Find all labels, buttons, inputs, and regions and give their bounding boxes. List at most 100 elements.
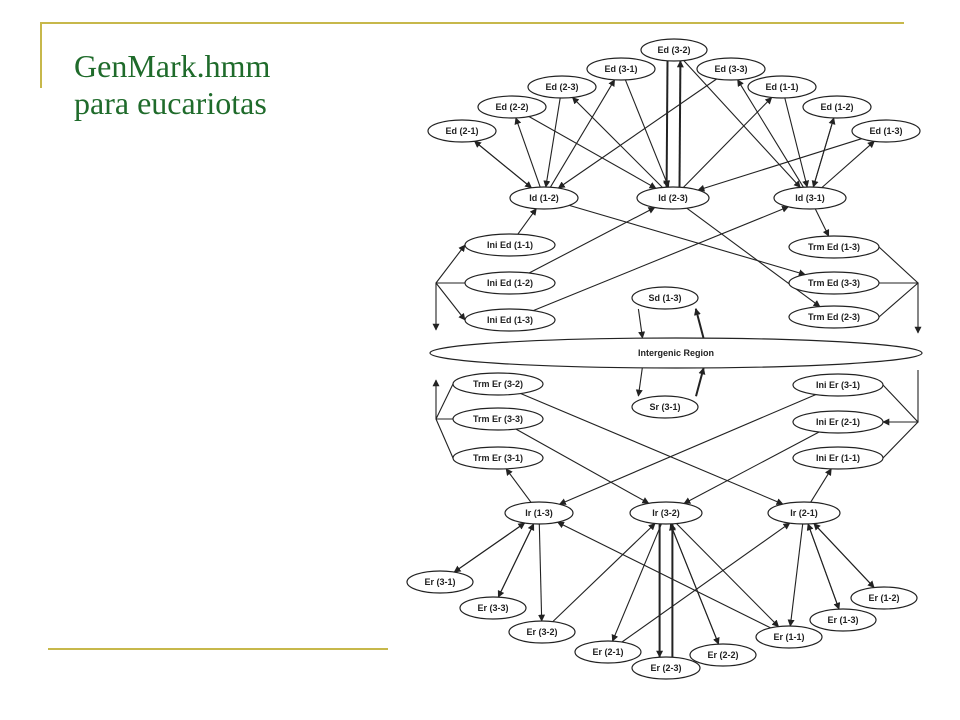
state-sr31-ellipse — [631, 395, 699, 419]
transition-sd13-to-ig — [637, 308, 646, 339]
transition-id31-to-ed12 — [812, 117, 836, 188]
transition-ed32-to-id23 — [663, 60, 671, 188]
transition-id31-to-trmEd13 — [814, 208, 830, 237]
bottom-accent-line — [48, 648, 388, 650]
state-er23-label: Er (2-3) — [650, 663, 681, 673]
state-er22-ellipse — [689, 643, 757, 667]
transition-ir32-to-er21 — [611, 523, 662, 642]
transition-ig-to-sd13 — [694, 308, 705, 339]
state-sd13-ellipse — [631, 286, 699, 310]
diagram-edges — [432, 60, 922, 658]
transition-trmEr33-to-ir32 — [515, 428, 650, 504]
state-er13: Er (1-3) — [809, 608, 877, 632]
transition-id23-to-ed32 — [676, 60, 684, 188]
state-ed22-ellipse — [477, 95, 547, 119]
state-trmEd33: Trm Ed (3-3) — [788, 271, 880, 295]
transition-ir21-to-er11 — [787, 523, 804, 627]
state-iniEr31-ellipse — [792, 373, 884, 397]
state-id23-label: Id (2-3) — [658, 193, 688, 203]
slide-title-line-2: para eucariotas — [74, 85, 267, 121]
transition-er33-to-ir13 — [497, 523, 535, 598]
state-ed11: Ed (1-1) — [747, 75, 817, 99]
transition-er22-to-ir32 — [669, 523, 720, 645]
state-ir32-label: Ir (3-2) — [652, 508, 680, 518]
state-trmEr33-ellipse — [452, 407, 544, 431]
left-bus-lower-out-2 — [435, 418, 454, 459]
state-er33-label: Er (3-3) — [477, 603, 508, 613]
state-trmEd23: Trm Ed (2-3) — [788, 305, 880, 329]
state-ir13-label: Ir (1-3) — [525, 508, 553, 518]
state-iniEd11: Ini Ed (1-1) — [464, 233, 556, 257]
state-ig: Intergenic Region — [429, 337, 923, 369]
state-er11-ellipse — [755, 625, 823, 649]
state-id12-label: Id (1-2) — [529, 193, 559, 203]
state-er13-ellipse — [809, 608, 877, 632]
state-er13-label: Er (1-3) — [827, 615, 858, 625]
transition-ed31-to-id23 — [624, 79, 670, 188]
state-iniEr11-label: Ini Er (1-1) — [816, 453, 860, 463]
state-iniEr21-ellipse — [792, 410, 884, 434]
transition-id23-to-ed11 — [682, 97, 773, 188]
state-iniEr21: Ini Er (2-1) — [792, 410, 884, 434]
state-er33: Er (3-3) — [459, 596, 527, 620]
state-er21: Er (2-1) — [574, 640, 642, 664]
state-trmEr31-label: Trm Er (3-1) — [473, 453, 523, 463]
left-bus-upper-out-1 — [435, 244, 466, 284]
state-ir21-ellipse — [767, 501, 841, 525]
state-ed22-label: Ed (2-2) — [495, 102, 528, 112]
transition-ed32-to-id31 — [683, 60, 801, 188]
state-iniEr21-label: Ini Er (2-1) — [816, 417, 860, 427]
state-trmEd23-label: Trm Ed (2-3) — [808, 312, 860, 322]
state-trmEd13: Trm Ed (1-3) — [788, 235, 880, 259]
state-trmEr31: Trm Er (3-1) — [452, 446, 544, 470]
state-er31-ellipse — [406, 570, 474, 594]
state-ed31-ellipse — [586, 57, 656, 81]
state-iniEr31: Ini Er (3-1) — [792, 373, 884, 397]
state-id12: Id (1-2) — [509, 186, 579, 210]
state-er11: Er (1-1) — [755, 625, 823, 649]
state-id12-ellipse — [509, 186, 579, 210]
state-iniEr31-label: Ini Er (3-1) — [816, 380, 860, 390]
state-ed32-label: Ed (3-2) — [657, 45, 690, 55]
transition-ir32-to-er11 — [676, 523, 780, 628]
state-ed21-ellipse — [427, 119, 497, 143]
transition-id23-to-trmEd23 — [686, 207, 821, 308]
state-ed23-ellipse — [527, 75, 597, 99]
state-trmEr32-label: Trm Er (3-2) — [473, 379, 523, 389]
state-iniEd13-ellipse — [464, 308, 556, 332]
state-ir13-ellipse — [504, 501, 574, 525]
state-trmEd23-ellipse — [788, 305, 880, 329]
state-trmEr32-ellipse — [452, 372, 544, 396]
state-er23-ellipse — [631, 656, 701, 680]
state-id31: Id (3-1) — [773, 186, 847, 210]
state-iniEd12-ellipse — [464, 271, 556, 295]
state-trmEd13-label: Trm Ed (1-3) — [808, 242, 860, 252]
state-er23: Er (2-3) — [631, 656, 701, 680]
transition-er31-to-ir13 — [453, 522, 526, 573]
left-bus-upper-out-2 — [435, 282, 466, 321]
transition-ig-to-sr31 — [635, 367, 643, 397]
slide-title-line-1: GenMark.hmm — [74, 48, 271, 84]
state-id23: Id (2-3) — [636, 186, 710, 210]
state-ed23: Ed (2-3) — [527, 75, 597, 99]
state-ed31: Ed (3-1) — [586, 57, 656, 81]
left-accent-line — [40, 22, 42, 88]
state-ed11-ellipse — [747, 75, 817, 99]
transition-ed11-to-id31 — [784, 97, 810, 188]
transition-ed22-to-id23 — [528, 116, 657, 189]
state-er32-label: Er (3-2) — [526, 627, 557, 637]
transition-id12-to-ed22 — [514, 117, 541, 188]
state-id31-label: Id (3-1) — [795, 193, 825, 203]
transition-id12-to-ed31 — [549, 79, 616, 188]
state-er12-ellipse — [850, 586, 918, 610]
state-er11-label: Er (1-1) — [773, 632, 804, 642]
state-id23-ellipse — [636, 186, 710, 210]
state-ed11-label: Ed (1-1) — [765, 82, 798, 92]
state-iniEr11-ellipse — [792, 446, 884, 470]
state-er32: Er (3-2) — [508, 620, 576, 644]
state-ed32: Ed (3-2) — [640, 38, 708, 62]
state-ed13-label: Ed (1-3) — [869, 126, 902, 136]
state-trmEr31-ellipse — [452, 446, 544, 470]
state-sr31-label: Sr (3-1) — [649, 402, 680, 412]
transition-id23-to-ed23 — [572, 97, 663, 188]
